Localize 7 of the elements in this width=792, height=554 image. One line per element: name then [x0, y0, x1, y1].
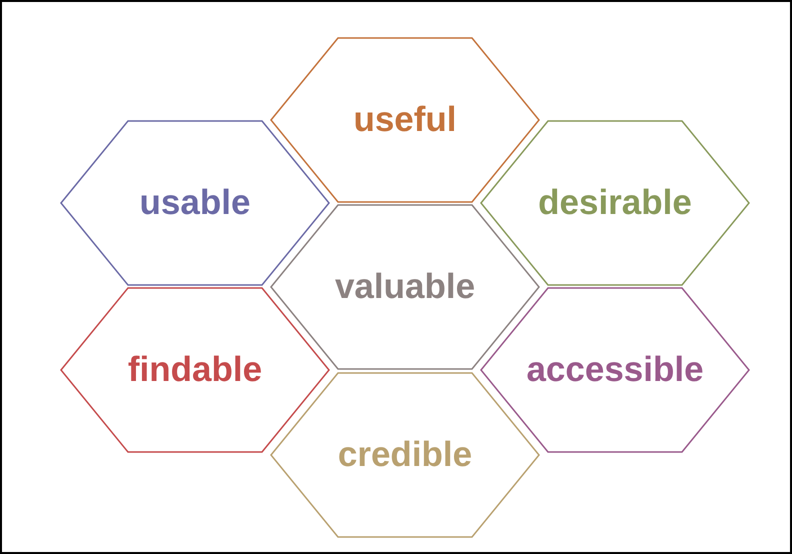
- hexagon-label: usable: [140, 183, 250, 223]
- hexagon-label: accessible: [526, 350, 704, 390]
- hexagon-label: credible: [338, 435, 472, 475]
- hexagon-label: useful: [353, 100, 457, 140]
- hexagon-label: valuable: [334, 267, 476, 307]
- hexagon-label: desirable: [538, 183, 692, 223]
- hexagon-label: findable: [128, 350, 262, 390]
